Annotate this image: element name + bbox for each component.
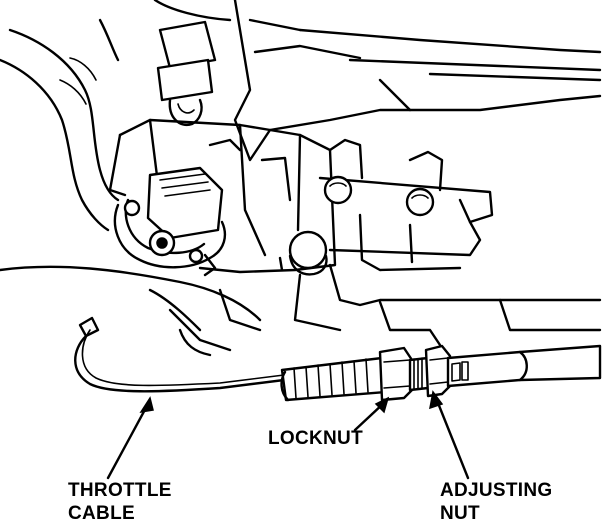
engine-block — [0, 263, 602, 357]
outer-cable — [446, 344, 602, 388]
locknut-shape — [378, 346, 414, 402]
cable-bracket — [318, 138, 494, 272]
throttle-cable-wire — [74, 316, 286, 393]
mount-boss — [278, 230, 328, 276]
sensor-connector — [156, 20, 217, 127]
throttle-cable-label-line2: CABLE — [68, 503, 135, 524]
adjusting-nut-shape — [424, 344, 452, 398]
locknut-label: LOCKNUT — [268, 428, 363, 449]
throttle-linkage — [113, 166, 226, 277]
intake-manifold — [153, 0, 602, 162]
intake-hose — [0, 18, 120, 232]
leader-arrows — [106, 390, 470, 480]
throttle-cable-label-line1: THROTTLE — [68, 480, 172, 501]
adjusting-nut-label-line2: NUT — [440, 503, 480, 524]
adjusting-nut-label-line1: ADJUSTING — [440, 480, 553, 501]
threaded-rod — [408, 356, 430, 392]
cable-boot — [280, 356, 388, 402]
